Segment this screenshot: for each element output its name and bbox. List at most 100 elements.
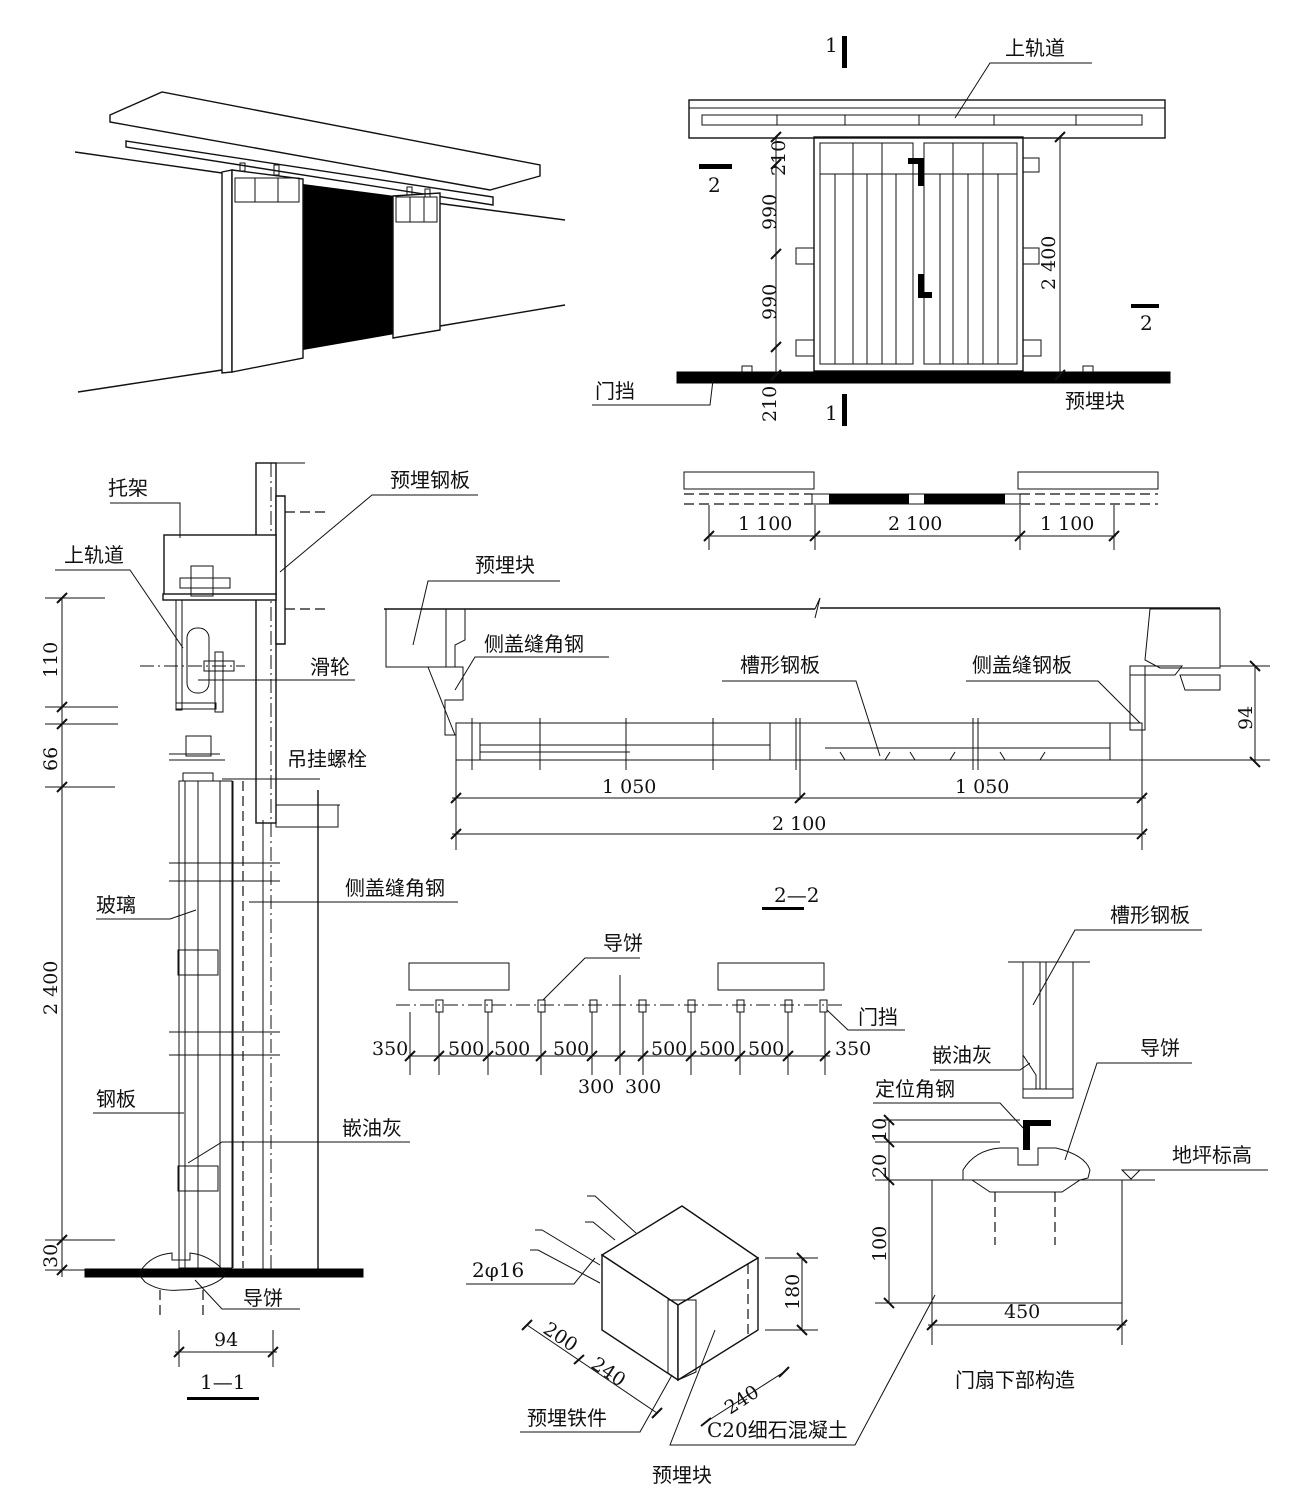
embedded-block-isometric: 2φ16 180 200 240 240 预埋铁件 C20细石混凝土 预埋块 [466, 1195, 936, 1487]
floor-line-1-1 [84, 1268, 364, 1278]
section-mark-1-bottom-label: 1 [825, 401, 838, 425]
embedded-block-label-2-2: 预埋块 [475, 553, 535, 577]
guide-dim-5: 500 [699, 1038, 735, 1060]
rebar-leader [466, 1257, 596, 1285]
side-angle-label-2-2: 侧盖缝角钢 [484, 632, 584, 656]
dim-20: 20 [869, 1154, 891, 1178]
guide-block-label-1-1: 导饼 [243, 1286, 283, 1310]
wall-top-line-left [74, 151, 223, 174]
dim-200: 200 [539, 1318, 581, 1357]
guide-dim-bottom-0: 300 [578, 1076, 614, 1098]
concrete-base [931, 1179, 1123, 1304]
guide-block-detail [962, 1147, 1091, 1193]
side-plate-label-2-2: 侧盖缝钢板 [972, 653, 1072, 677]
canopy-slab [109, 91, 541, 191]
dim-210-top: 210 [768, 140, 790, 176]
guide-block-leader-detail [1064, 1062, 1192, 1161]
guide-dim-1: 500 [448, 1038, 484, 1060]
dim-94-2-2: 94 [1235, 706, 1257, 730]
right-leaf [923, 142, 1018, 365]
dim-30: 30 [40, 1244, 62, 1268]
left-door-panel [231, 169, 304, 373]
channel-plate-label-detail: 槽形钢板 [1110, 903, 1190, 927]
floor-line-right [439, 304, 566, 327]
concrete-label: C20细石混凝土 [707, 1418, 848, 1442]
dim-210-bottom: 210 [759, 386, 781, 422]
dim-240-right: 240 [721, 1381, 763, 1419]
hanging-bolt-label: 吊挂螺栓 [287, 747, 367, 771]
embedded-block-title: 预埋块 [652, 1463, 712, 1487]
ground-line [676, 371, 1171, 384]
upper-track-leader-1-1 [55, 569, 184, 649]
plan-dim-right: 1 100 [1040, 513, 1094, 535]
left-panel-edge [221, 169, 233, 374]
dim-2400: 2 400 [1038, 236, 1060, 290]
guide-block-label-plan: 导饼 [603, 931, 643, 955]
section-mark-2-left [699, 164, 732, 169]
perspective-view [74, 91, 566, 393]
door-stop-leader-plan [826, 1009, 905, 1031]
channel-plate-leader-detail [1032, 929, 1202, 1006]
plan-dim-center: 2 100 [888, 513, 942, 535]
guide-block-label-detail: 导饼 [1140, 1036, 1180, 1060]
section-2-2-title: 2—2 [774, 883, 819, 907]
locating-angle-label: 定位角钢 [875, 1077, 955, 1101]
track-beam [125, 140, 494, 206]
section-mark-1-bottom [842, 394, 847, 426]
dim-66: 66 [40, 747, 62, 771]
right-door-panel [392, 192, 441, 339]
embedded-plate-label: 预埋钢板 [390, 468, 470, 492]
side-plate-2-2 [1129, 665, 1146, 731]
dim-1050-right: 1 050 [955, 776, 1009, 798]
section-2-2: 预埋块 侧盖缝角钢 槽形钢板 侧盖缝钢板 1 050 1 050 2 100 9… [384, 553, 1270, 910]
embedded-iron-part [667, 1299, 697, 1381]
dim-line-240-right [705, 1371, 785, 1423]
guide-dim-0: 350 [372, 1038, 408, 1060]
side-plate-leader-2-2 [966, 680, 1141, 724]
bracket [163, 534, 277, 596]
guide-plan-wall-right [717, 962, 825, 991]
plan-dim-left: 1 100 [738, 513, 792, 535]
embedded-plate-leader [279, 494, 478, 573]
door-bottom-title: 门扇下部构造 [955, 1368, 1075, 1392]
upper-track-rail [701, 114, 1143, 126]
door-opening [303, 184, 395, 350]
wall-section [255, 462, 277, 824]
channel-plate-detail [1022, 961, 1074, 1099]
hanging-bolt-nut [185, 735, 212, 757]
upper-track-label-1-1: 上轨道 [64, 543, 124, 567]
dim-990-lower: 990 [759, 284, 781, 320]
right-panel-window [395, 196, 438, 223]
dim-180: 180 [782, 1274, 804, 1310]
dim-450: 450 [1004, 1301, 1040, 1323]
section-1-1-title-underline [187, 1397, 259, 1400]
section-mark-2-left-label: 2 [708, 173, 721, 197]
door-stop-label-plan: 门挡 [858, 1005, 898, 1029]
elevation-view: 1 1 2 2 上轨道 门挡 预埋块 210 990 990 210 2 400 [592, 33, 1171, 426]
upper-track-leader [954, 62, 1092, 119]
guide-dim-6: 500 [748, 1038, 784, 1060]
section-1-1-title: 1—1 [200, 1370, 245, 1394]
door-leaf-section [178, 780, 233, 1269]
track-header [688, 99, 1166, 139]
floor-level-symbol [1120, 1169, 1142, 1180]
guide-plan: 350 500 500 500 500 500 500 350 300 300 … [372, 931, 905, 1098]
bracket-label: 托架 [108, 476, 148, 500]
channel-plate-leader-2-2 [722, 680, 881, 757]
left-panel-window [234, 177, 300, 203]
section-mark-2-right-label: 2 [1140, 311, 1153, 335]
section-mark-1-top-label: 1 [825, 33, 838, 57]
latch-bottom [918, 274, 924, 298]
dim-line-200-240 [526, 1324, 658, 1414]
pulley-label: 滑轮 [310, 655, 350, 679]
dim-990-upper: 990 [759, 194, 781, 230]
door-stop-label: 门挡 [595, 379, 635, 403]
section-mark-2-right [1131, 304, 1159, 308]
putty-label-detail: 嵌油灰 [932, 1043, 992, 1067]
putty-label: 嵌油灰 [342, 1116, 402, 1140]
section-mark-1-top [842, 36, 847, 68]
dim-110: 110 [40, 642, 62, 678]
iron-part-leader [520, 1374, 673, 1433]
rebar-label: 2φ16 [472, 1258, 524, 1282]
door-bottom-detail: 地坪标高 槽形钢板 嵌油灰 导饼 定位角钢 20 10 100 450 门扇下部… [869, 903, 1268, 1392]
